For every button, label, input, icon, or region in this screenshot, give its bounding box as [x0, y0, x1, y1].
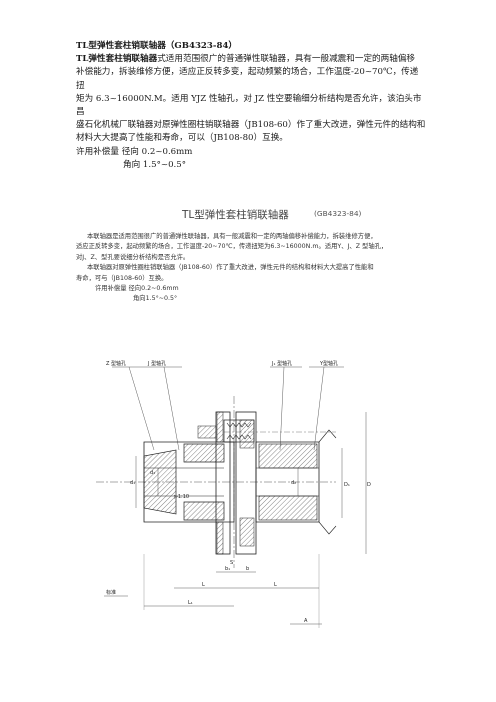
scanned-line-2: 适应正反转多变，起动频繁的场合，工作温度-20~70℃，传递扭矩为6.3~160…	[76, 243, 388, 251]
dim-L-left: L	[202, 582, 205, 588]
dim-A: A	[304, 618, 308, 624]
scanned-body: 本联轴器是适用范围很广的普通弹性联轴器，具有一般减震和一定的两轴偏移补偿能力，拆…	[76, 232, 436, 305]
top-text-block: TL型弹性套柱销联轴器（GB4323-84） TL弹性套柱销联轴器式适用范围很广…	[76, 40, 426, 172]
top-title: TL型弹性套柱销联轴器（GB4323-84）	[76, 41, 238, 51]
label-z-hole: Z 型轴孔	[106, 360, 126, 367]
top-paragraph-lead: TL弹性套柱销联轴器	[76, 54, 158, 65]
dim-D: D	[367, 482, 371, 488]
label-bottom-left: 标准	[106, 589, 116, 596]
scanned-header: TL型弹性套柱销联轴器 (GB4323-84)	[76, 207, 436, 225]
scanned-line-5: 寿命，可与（JB108-60）互换。	[76, 274, 168, 282]
dim-d-left: d₁	[130, 480, 135, 486]
vertical-dimensions: d₁ d₁ d₂ D₁ D	[130, 412, 371, 554]
dim-b: b	[246, 566, 249, 572]
scanned-line-6: 许用补偿量 径向0.2~0.6mm	[95, 285, 179, 293]
scanned-line-3: 对J、Z、型孔要说细分析结构是否允许。	[76, 253, 190, 261]
dim-L1: L₁	[188, 600, 193, 606]
right-hub	[235, 411, 337, 555]
top-paragraph-line-1: TL弹性套柱销联轴器式适用范围很广的普通弹性联轴器，具有一般减震和一定的两轴偏移	[76, 53, 426, 66]
left-hub	[143, 441, 235, 523]
horizontal-dimensions: b₁ b S L L L₁ A 标准	[104, 554, 322, 628]
scanned-title: TL型弹性套柱销联轴器	[182, 209, 289, 221]
pin-and-sleeve	[197, 419, 255, 443]
top-paragraph-line-4: 盛石化机械厂联轴器对原弹性圈柱销联轴器（JB108-60）作了重大改进，弹性元件…	[76, 120, 426, 131]
dim-d1: d₁	[150, 470, 155, 476]
hole-labels: Z 型轴孔 J 型轴孔 J₁ 型轴孔 Y型轴孔 ▷1:10	[106, 360, 344, 500]
dim-D1: D₁	[344, 482, 350, 488]
label-taper: ▷1:10	[174, 494, 189, 500]
top-compensation-angular: 角向 1.5°~0.5°	[123, 159, 187, 170]
scanned-line-4: 本联轴器对原弹性圈柱销联轴器（JB108-60）作了重大改进，弹性元件的结构和材…	[87, 264, 374, 272]
top-paragraph-line-2: 补偿能力，拆装维修方便，适应正反转多变，起动频繁的场合，工作温度-20~70℃，…	[76, 67, 419, 91]
left-flange	[215, 411, 231, 555]
top-paragraph-line-5: 材料大大提高了性能和寿命，可以（JB108-80）互换。	[76, 133, 288, 144]
scanned-line-7: 角向1.5°~0.5°	[133, 295, 178, 303]
label-y-hole: Y型轴孔	[319, 360, 338, 367]
top-paragraph-line-1-rest: 式适用范围很广的普通弹性联轴器，具有一般减震和一定的两轴偏移	[157, 54, 416, 65]
top-compensation-radial: 许用补偿量 径向 0.2~0.6mm	[76, 146, 193, 157]
dim-b1: b₁	[225, 566, 230, 572]
dim-L-right: L	[274, 582, 277, 588]
coupling-drawing: Z 型轴孔 J 型轴孔 J₁ 型轴孔 Y型轴孔 ▷1:10 d₁ d₁ d₂ D…	[96, 360, 371, 628]
label-j1-hole-right: J₁ 型轴孔	[271, 360, 292, 367]
scanned-standard-code: (GB4323-84)	[314, 209, 362, 218]
label-j-hole-left: J 型轴孔	[147, 360, 166, 367]
dim-s: S	[230, 560, 233, 566]
scanned-section: TL型弹性套柱销联轴器 (GB4323-84) 本联轴器是适用范围很广的普通弹性…	[76, 207, 436, 305]
dim-dz: d₂	[291, 480, 296, 486]
top-paragraph-line-3: 矩为 6.3~16000N.M。适用 YJZ 性轴孔，对 JZ 性空要输细分析结…	[76, 93, 422, 118]
scanned-line-1: 本联轴器是适用范围很广的普通弹性联轴器，具有一般减震和一定的两轴偏移补偿能力，拆…	[87, 233, 377, 240]
